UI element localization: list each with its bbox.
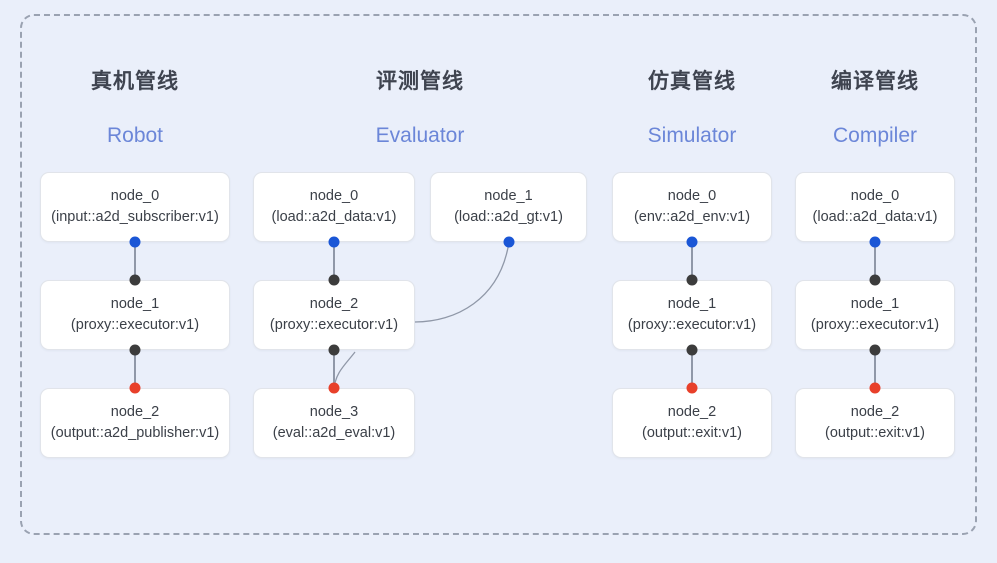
column-title-robot: 真机管线 [91, 70, 179, 93]
column-subtitle-robot: Robot [106, 124, 164, 147]
node-type: (proxy::executor:v1) [70, 317, 200, 333]
node-card-evaluator-node_0[interactable]: node_0(load::a2d_data:v1) [253, 172, 415, 242]
node-card-robot-node_0[interactable]: node_0(input::a2d_subscriber:v1) [40, 172, 230, 242]
port-dot-compiler-0[interactable] [869, 236, 881, 248]
diagram-dashed-frame [20, 14, 977, 535]
column-title-evaluator: 评测管线 [376, 70, 464, 93]
node-name: node_1 [667, 295, 717, 312]
port-dot-simulator-1[interactable] [686, 274, 698, 286]
node-name: node_2 [110, 403, 160, 420]
port-dot-simulator-3[interactable] [686, 382, 698, 394]
node-card-compiler-node_0[interactable]: node_0(load::a2d_data:v1) [795, 172, 955, 242]
node-name: node_2 [309, 295, 359, 312]
node-card-evaluator-node_1[interactable]: node_1(load::a2d_gt:v1) [430, 172, 587, 242]
column-title-compiler: 编译管线 [831, 70, 919, 93]
column-subtitle-simulator: Simulator [647, 124, 737, 147]
node-name: node_2 [850, 403, 900, 420]
node-type: (env::a2d_env:v1) [633, 209, 751, 225]
node-card-simulator-node_0[interactable]: node_0(env::a2d_env:v1) [612, 172, 772, 242]
column-subtitle-compiler: Compiler [832, 124, 918, 147]
node-card-evaluator-node_2[interactable]: node_2(proxy::executor:v1) [253, 280, 415, 350]
node-card-simulator-node_2[interactable]: node_2(output::exit:v1) [612, 388, 772, 458]
node-type: (eval::a2d_eval:v1) [272, 425, 396, 441]
node-name: node_0 [850, 187, 900, 204]
node-type: (output::exit:v1) [825, 425, 925, 441]
node-type: (proxy::executor:v1) [627, 317, 757, 333]
node-name: node_3 [309, 403, 359, 420]
node-card-evaluator-node_3[interactable]: node_3(eval::a2d_eval:v1) [253, 388, 415, 458]
node-type: (load::a2d_gt:v1) [454, 209, 563, 225]
node-card-robot-node_2[interactable]: node_2(output::a2d_publisher:v1) [40, 388, 230, 458]
port-dot-compiler-1[interactable] [869, 274, 881, 286]
port-dot-evaluator-2[interactable] [328, 274, 340, 286]
node-type: (load::a2d_data:v1) [271, 209, 397, 225]
node-type: (input::a2d_subscriber:v1) [51, 209, 219, 225]
port-dot-evaluator-4[interactable] [328, 382, 340, 394]
port-dot-robot-3[interactable] [129, 382, 141, 394]
column-title-simulator: 仿真管线 [648, 70, 736, 93]
port-dot-simulator-2[interactable] [686, 344, 698, 356]
node-name: node_0 [309, 187, 359, 204]
node-type: (output::a2d_publisher:v1) [50, 425, 220, 441]
node-name: node_1 [110, 295, 160, 312]
port-dot-compiler-3[interactable] [869, 382, 881, 394]
port-dot-robot-2[interactable] [129, 344, 141, 356]
port-dot-evaluator-0[interactable] [328, 236, 340, 248]
node-name: node_1 [484, 187, 533, 204]
node-type: (load::a2d_data:v1) [812, 209, 938, 225]
node-name: node_1 [850, 295, 900, 312]
port-dot-simulator-0[interactable] [686, 236, 698, 248]
node-name: node_0 [110, 187, 160, 204]
node-card-compiler-node_1[interactable]: node_1(proxy::executor:v1) [795, 280, 955, 350]
node-type: (output::exit:v1) [642, 425, 742, 441]
node-type: (proxy::executor:v1) [810, 317, 940, 333]
node-card-robot-node_1[interactable]: node_1(proxy::executor:v1) [40, 280, 230, 350]
port-dot-evaluator-1[interactable] [503, 236, 515, 248]
node-name: node_2 [667, 403, 717, 420]
node-name: node_0 [667, 187, 717, 204]
port-dot-robot-1[interactable] [129, 274, 141, 286]
node-card-compiler-node_2[interactable]: node_2(output::exit:v1) [795, 388, 955, 458]
node-type: (proxy::executor:v1) [269, 317, 399, 333]
node-card-simulator-node_1[interactable]: node_1(proxy::executor:v1) [612, 280, 772, 350]
port-dot-evaluator-3[interactable] [328, 344, 340, 356]
port-dot-robot-0[interactable] [129, 236, 141, 248]
column-subtitle-evaluator: Evaluator [375, 124, 465, 147]
port-dot-compiler-2[interactable] [869, 344, 881, 356]
